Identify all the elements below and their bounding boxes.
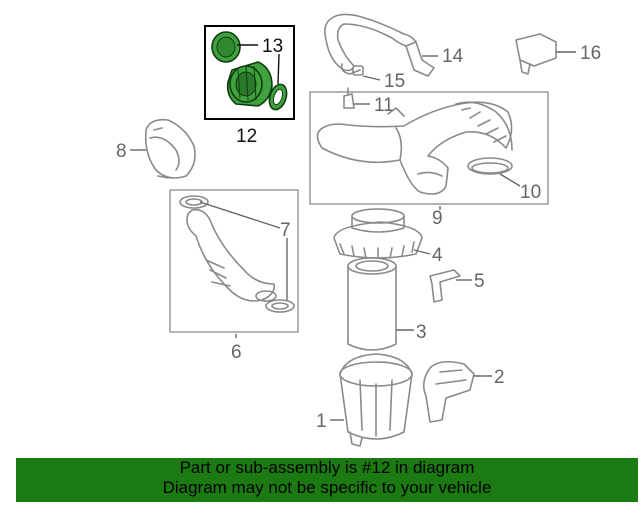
callout-4: 4 bbox=[432, 245, 443, 266]
callout-14: 14 bbox=[442, 46, 464, 67]
parts-diagram: 13 12 14 15 16 9 11 bbox=[116, 13, 601, 447]
part-13-cap[interactable] bbox=[211, 31, 241, 63]
part-10-clamp[interactable] bbox=[467, 157, 521, 187]
banner-line-1: Part or sub-assembly is #12 in diagram bbox=[179, 458, 475, 477]
callout-11: 11 bbox=[374, 95, 394, 116]
callout-6: 6 bbox=[231, 342, 242, 363]
callout-5: 5 bbox=[474, 271, 485, 292]
part-6-group[interactable] bbox=[169, 189, 299, 338]
part-13-ring[interactable] bbox=[266, 82, 289, 112]
info-banner: Part or sub-assembly is #12 in diagram D… bbox=[16, 458, 638, 502]
callout-1: 1 bbox=[316, 411, 327, 432]
part-16-sensor[interactable] bbox=[515, 33, 576, 75]
part-11-clamp[interactable] bbox=[343, 87, 370, 109]
callout-15: 15 bbox=[384, 71, 405, 92]
callout-8: 8 bbox=[116, 141, 127, 162]
part-6-box bbox=[169, 189, 299, 333]
callout-12: 12 bbox=[236, 126, 257, 147]
part-5-bracket[interactable] bbox=[429, 269, 472, 303]
part-14-hose[interactable] bbox=[324, 13, 438, 77]
part-15-clip[interactable] bbox=[352, 65, 381, 81]
callout-10: 10 bbox=[520, 182, 541, 203]
part-12-group[interactable] bbox=[204, 25, 295, 120]
part-4-cover[interactable] bbox=[333, 208, 431, 259]
banner-line-2: Diagram may not be specific to your vehi… bbox=[162, 478, 492, 497]
callout-13: 13 bbox=[262, 36, 283, 57]
part-12-box bbox=[204, 25, 295, 120]
callout-16: 16 bbox=[580, 43, 601, 64]
callout-2: 2 bbox=[494, 367, 505, 388]
part-9-group[interactable] bbox=[309, 91, 549, 210]
part-12-body[interactable] bbox=[226, 61, 273, 107]
callout-9: 9 bbox=[432, 208, 443, 229]
part-3-filter[interactable] bbox=[347, 257, 414, 351]
part-8-duct[interactable] bbox=[130, 118, 196, 179]
callout-7: 7 bbox=[280, 220, 291, 241]
callout-3: 3 bbox=[416, 322, 427, 343]
part-1-housing[interactable] bbox=[330, 353, 413, 447]
part-9-box bbox=[309, 91, 549, 205]
part-2-bracket[interactable] bbox=[422, 360, 492, 423]
